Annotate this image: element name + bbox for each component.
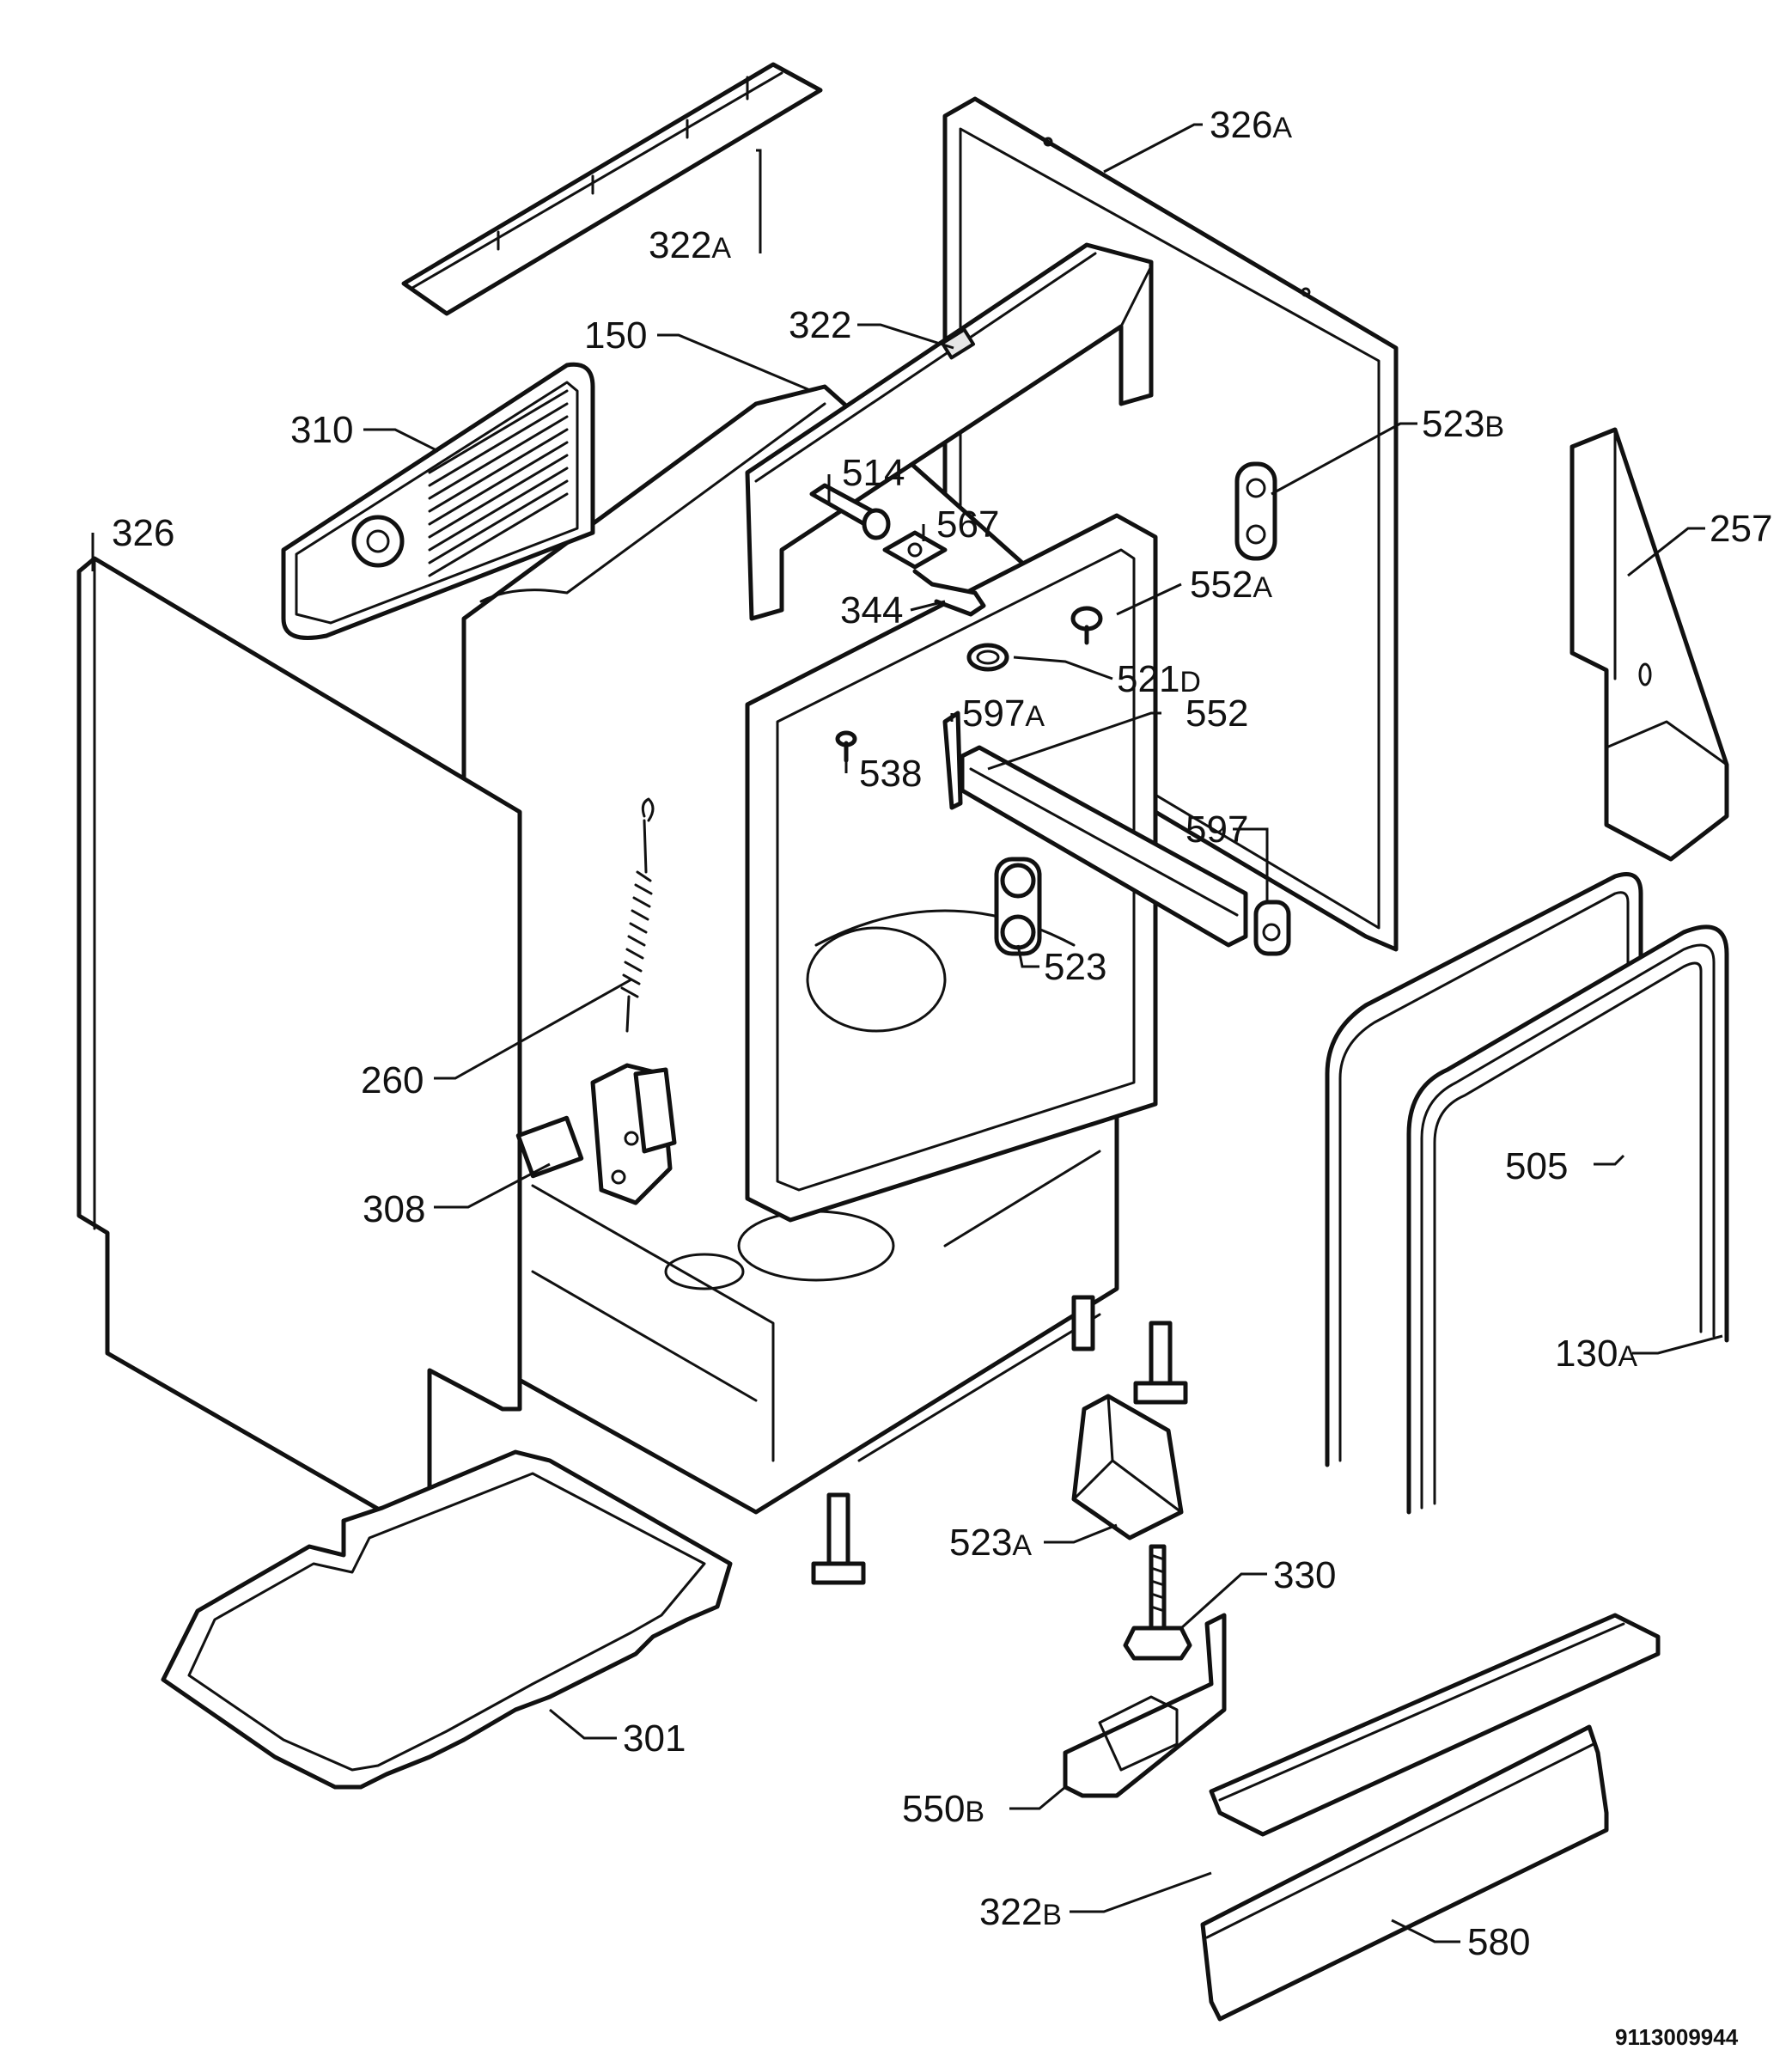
part-322-top-frame	[745, 242, 1154, 621]
part-344-spring-clip	[912, 569, 986, 617]
part-521d-ring	[966, 643, 1009, 672]
part-330-leveling-foot	[1123, 1544, 1192, 1661]
part-322b-lower-rail	[1209, 1613, 1661, 1837]
leader-lines	[91, 123, 1723, 1943]
part-523-fitting	[994, 857, 1042, 956]
part-550b-clamp	[1063, 1613, 1227, 1798]
part-552a-knob	[1070, 606, 1103, 645]
callout-597: 597	[1186, 808, 1248, 851]
tub-legs	[811, 1295, 1188, 1585]
part-597a-latch	[942, 711, 963, 810]
part-523a-foot-bracket	[1071, 1394, 1184, 1540]
callout-505: 505	[1505, 1145, 1568, 1187]
callout-523a: 523A	[949, 1522, 1032, 1564]
part-130a-gasket	[1406, 924, 1729, 1515]
inner-door-frame	[745, 513, 1158, 1223]
callout-521d: 521D	[1117, 658, 1201, 700]
callout-260: 260	[361, 1059, 424, 1101]
callout-308: 308	[363, 1188, 425, 1230]
callout-344: 344	[840, 589, 903, 631]
callout-597a: 597A	[962, 692, 1045, 735]
callout-330: 330	[1273, 1554, 1336, 1596]
grille-slots	[428, 389, 569, 577]
callout-150: 150	[584, 314, 647, 357]
callout-labels: 322A 326A 150 322 310 523B 514 567 326 2…	[112, 104, 1772, 1963]
callout-322: 322	[789, 304, 851, 346]
document-number: 9113009944	[1615, 2024, 1739, 2050]
part-538-screw	[835, 730, 857, 763]
callout-580: 580	[1467, 1921, 1530, 1963]
callout-567: 567	[936, 503, 999, 546]
part-597-cap	[1253, 900, 1291, 956]
part-580-kick-plate	[1200, 1724, 1609, 2022]
callout-552: 552	[1186, 692, 1248, 735]
part-326-side-panel	[76, 556, 522, 1536]
callout-310: 310	[290, 409, 353, 451]
callout-326a: 326A	[1210, 104, 1292, 146]
part-301-base-tray	[161, 1449, 733, 1790]
callout-130a: 130A	[1555, 1333, 1637, 1375]
part-523b-bracket	[1234, 461, 1277, 561]
callout-326: 326	[112, 512, 174, 554]
callout-257: 257	[1710, 508, 1772, 550]
callout-523b: 523B	[1422, 403, 1504, 445]
callout-301: 301	[623, 1717, 686, 1760]
part-310-grille	[281, 362, 595, 640]
callout-523: 523	[1044, 946, 1106, 988]
callout-322b: 322B	[979, 1891, 1062, 1933]
callout-550b: 550B	[902, 1788, 984, 1830]
part-567-clip	[882, 530, 948, 570]
part-322a-top-rail	[401, 62, 823, 316]
part-257-side-trim	[1570, 427, 1729, 862]
callout-514: 514	[842, 452, 905, 494]
callout-538: 538	[859, 753, 922, 795]
callout-322a: 322A	[649, 224, 731, 266]
part-308-hinge	[515, 1063, 677, 1205]
callout-552a: 552A	[1190, 564, 1272, 606]
